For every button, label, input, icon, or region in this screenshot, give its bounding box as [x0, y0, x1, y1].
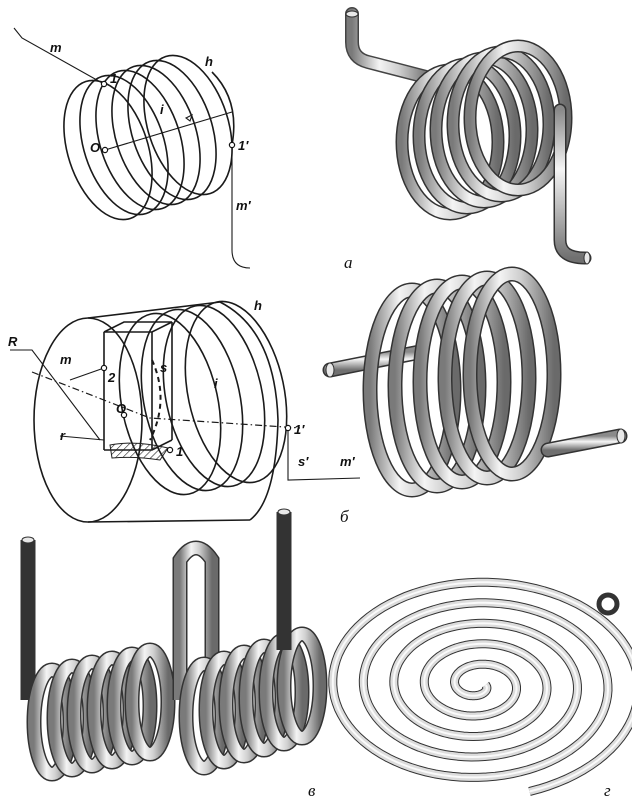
leader-R [10, 349, 101, 441]
curve-s [149, 359, 162, 441]
axis-arrow-marker [184, 113, 193, 122]
caption-g: г [604, 781, 611, 800]
leader-m-b [69, 367, 105, 381]
label-h: h [205, 54, 213, 69]
cylinder-base [33, 317, 143, 523]
point-O [101, 146, 109, 154]
label-1-prime-b: 1′ [294, 422, 305, 437]
point-O-b [120, 411, 128, 419]
label-O: O [90, 140, 100, 155]
label-m: m [50, 40, 62, 55]
axis-i-b [31, 371, 301, 429]
line-m-prime [231, 145, 251, 269]
panel-v-double-spring: в [20, 508, 328, 800]
label-m-prime-b: m′ [340, 454, 356, 469]
label-i-b: i [214, 376, 218, 391]
caption-v: в [308, 781, 316, 800]
label-2: 2 [107, 370, 116, 385]
prism-block [103, 321, 173, 451]
panel-a-spring-render [345, 7, 592, 265]
line-m [13, 27, 105, 85]
panel-b-construction-drawing: R h m 2 s i O r 1 1′ s′ m′ б [8, 298, 361, 526]
panel-g-spiral-spring: г [328, 577, 632, 800]
point-1-prime-b [284, 424, 292, 432]
line-s-prime [287, 428, 361, 481]
label-h-b: h [254, 298, 262, 313]
helix-tail [211, 71, 235, 146]
caption-a: а [344, 253, 353, 272]
label-i: i [160, 102, 164, 117]
label-1-b: 1 [176, 444, 183, 459]
label-m-prime: m′ [236, 198, 252, 213]
point-2 [100, 364, 108, 372]
point-1 [100, 80, 108, 88]
spiral-band [328, 577, 632, 796]
label-r: r [60, 428, 66, 443]
caption-b: б [340, 507, 349, 526]
panel-b-spring-render [322, 266, 628, 498]
label-s-prime: s′ [298, 454, 309, 469]
label-s: s [160, 360, 167, 375]
point-1-b [166, 446, 174, 454]
hatched-section [109, 442, 169, 461]
label-1: 1 [110, 71, 117, 86]
label-1-prime: 1′ [238, 138, 249, 153]
panel-a-helix-drawing: m h 1 i O 1′ m′ а [13, 27, 353, 272]
point-1-prime [228, 141, 236, 149]
label-O-b: O [116, 401, 126, 416]
label-R: R [8, 334, 18, 349]
leader-r [59, 435, 105, 441]
helix-coils [63, 54, 233, 221]
label-m-b: m [60, 352, 72, 367]
